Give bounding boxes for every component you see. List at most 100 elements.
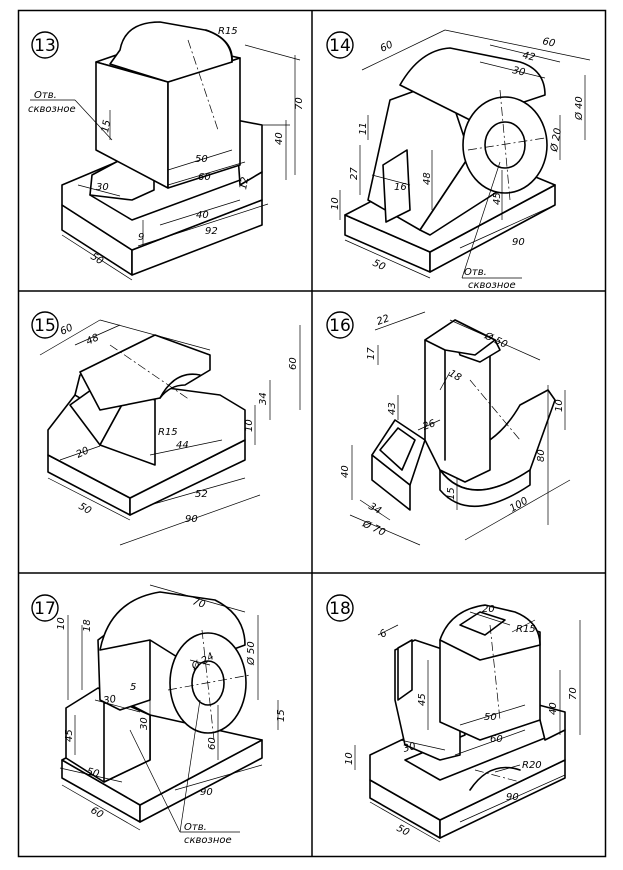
dim: Ø 70 <box>360 517 388 538</box>
dim: 30 <box>103 694 117 707</box>
dim: 90 <box>185 514 198 525</box>
dim: 60 <box>490 734 503 745</box>
dim: 45 <box>492 192 503 205</box>
note-line-1: Отв. <box>184 822 207 833</box>
panel-17-number-circle <box>31 594 59 622</box>
dim: 30 <box>511 65 526 78</box>
dim: 20 <box>482 604 495 615</box>
dim: 50 <box>195 154 208 165</box>
dim: 60 <box>59 322 75 337</box>
note-line-1: Отв. <box>34 90 57 101</box>
dim: 60 <box>541 36 556 49</box>
panel-18-dimensions: 6 20 R15 70 45 40 50 30 60 10 R20 50 90 <box>344 604 581 843</box>
dim: 30 <box>139 717 150 730</box>
dim: 50 <box>484 712 497 723</box>
dim: 22 <box>375 313 391 328</box>
dim: 6 <box>378 628 389 641</box>
dim: 50 <box>77 501 94 517</box>
dim: R15 <box>516 624 536 635</box>
dim: 15 <box>446 487 457 500</box>
note-line-2: сквозное <box>184 835 232 846</box>
dim: 48 <box>85 332 101 347</box>
dim: 10 <box>244 419 255 432</box>
dim: 43 <box>387 402 398 415</box>
dim: 11 <box>358 122 369 135</box>
panel-18: 18 6 <box>326 594 581 843</box>
panel-17: 17 <box>31 584 287 846</box>
panel-14: 14 <box>326 29 591 291</box>
dim: 50 <box>85 766 100 780</box>
dim: 10 <box>56 617 67 630</box>
panel-16-number-circle <box>326 311 354 339</box>
dim: 90 <box>200 787 213 798</box>
panel-17-number: 17 <box>34 599 56 619</box>
panel-15-number-circle <box>31 311 59 339</box>
dim: Ø 50 <box>245 641 257 666</box>
dim: 9 <box>138 232 144 243</box>
dim: 42 <box>521 50 536 63</box>
dim: 60 <box>89 805 106 821</box>
dim: 12 <box>238 176 251 190</box>
dim: Ø 20 <box>548 127 564 153</box>
panel-15-number: 15 <box>34 316 56 336</box>
note-line-1: Отв. <box>464 267 487 278</box>
dim: 40 <box>274 132 285 145</box>
dim: R15 <box>158 427 178 438</box>
dim: 15 <box>100 119 113 133</box>
dim: 80 <box>536 449 547 462</box>
panel-18-part <box>369 604 566 839</box>
dim: 10 <box>344 752 355 765</box>
panel-16: 16 22 Ø 50 <box>326 311 571 546</box>
dim: 50 <box>371 258 387 273</box>
dim: 92 <box>205 226 218 237</box>
panel-16-number: 16 <box>329 316 351 336</box>
dim: R15 <box>218 26 238 37</box>
panel-13-number-circle <box>31 31 59 59</box>
dim: 40 <box>548 702 559 715</box>
panel-13-part <box>61 21 263 276</box>
dim: 45 <box>417 693 428 706</box>
dim: 100 <box>508 496 530 515</box>
note-line-2: сквозное <box>468 280 516 291</box>
dim: 60 <box>379 39 395 54</box>
dim: 45 <box>64 729 75 742</box>
panel-18-number-circle <box>326 594 354 622</box>
panel-13: 13 R <box>28 21 305 281</box>
panel-15-part <box>47 334 246 516</box>
dim: 48 <box>422 172 433 185</box>
panel-18-number: 18 <box>329 599 351 619</box>
dim: 70 <box>568 687 579 700</box>
dim: 44 <box>176 440 189 451</box>
panel-15-dimensions: 60 48 R15 60 34 10 20 44 52 90 50 <box>39 319 301 546</box>
dim: 20 <box>75 445 91 460</box>
dim: 26 <box>421 418 437 433</box>
dim: 10 <box>554 399 565 412</box>
panel-14-number-circle <box>326 31 354 59</box>
dim: 90 <box>506 792 519 803</box>
dim: 70 <box>294 97 305 110</box>
panel-16-part <box>371 319 556 511</box>
dim: 52 <box>195 489 208 500</box>
dim: 70 <box>191 596 207 610</box>
dim: 16 <box>394 182 407 193</box>
dim: 27 <box>349 167 360 180</box>
panel-14-dimensions: 60 60 42 30 Ø 20 Ø 40 11 27 16 48 45 10 … <box>330 29 591 291</box>
dim: 60 <box>207 737 218 750</box>
dim: 34 <box>258 392 269 405</box>
dim: 60 <box>288 357 299 370</box>
dim: R20 <box>522 760 542 771</box>
dim: 34 <box>367 501 384 517</box>
dim: 50 <box>395 823 411 839</box>
dim: 15 <box>276 709 287 722</box>
dim: 60 <box>198 172 211 183</box>
panel-13-number: 13 <box>34 36 56 56</box>
dim: 40 <box>340 465 351 478</box>
panel-14-part <box>344 47 556 273</box>
dim: 30 <box>402 741 417 755</box>
dim: Ø 40 <box>573 96 585 121</box>
dim: 17 <box>366 347 377 360</box>
dim: 5 <box>130 682 136 693</box>
dim: 10 <box>330 197 341 210</box>
